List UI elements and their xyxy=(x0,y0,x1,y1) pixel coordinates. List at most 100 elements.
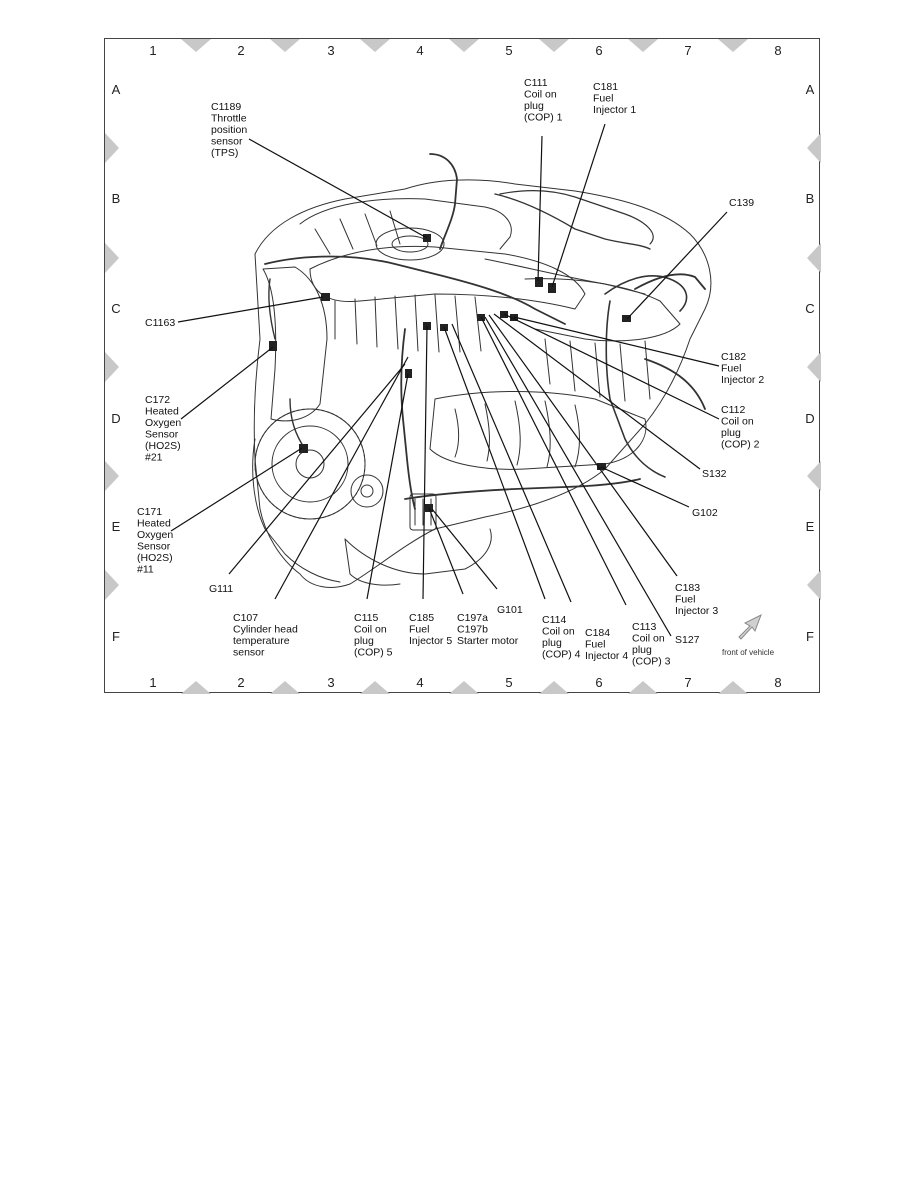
right-row-labels: A B C D E F xyxy=(805,82,814,644)
intake-manifold xyxy=(309,245,586,310)
callout-labels: C1189 Throttle position sensor (TPS) C11… xyxy=(137,77,764,668)
connector-c111 xyxy=(535,277,543,287)
front-of-vehicle-indicator: front of vehicle xyxy=(722,613,775,657)
engine-illustration xyxy=(252,153,712,588)
label-line: temperature xyxy=(233,635,290,647)
top-column-labels: 1 2 3 4 5 6 7 8 xyxy=(149,43,781,58)
label-line: G101 xyxy=(497,604,523,616)
label-line: plug xyxy=(542,637,562,649)
top-marker xyxy=(181,39,211,52)
label-line: C114 xyxy=(542,614,566,626)
label-line: plug xyxy=(354,635,374,647)
harness-left-drop xyxy=(400,328,416,510)
left-cylinder-head xyxy=(262,266,328,422)
left-marker xyxy=(105,570,119,600)
row-label: A xyxy=(112,82,121,97)
upper-plenum xyxy=(299,198,512,250)
label-line: (COP) 5 xyxy=(354,647,393,659)
label-c171: C171 Heated Oxygen Sensor (HO2S) #11 xyxy=(137,506,176,576)
label-line: Starter motor xyxy=(457,635,519,647)
label-line: Oxygen xyxy=(145,417,181,429)
label-c113: C113 Coil on plug (COP) 3 xyxy=(632,621,671,668)
connector-g102 xyxy=(597,463,606,470)
connector-c115 xyxy=(405,369,412,378)
label-c1189: C1189 Throttle position sensor (TPS) xyxy=(211,101,250,159)
leader-c114 xyxy=(443,326,546,600)
label-line: #11 xyxy=(137,564,154,576)
label-line: Injector 1 xyxy=(593,104,636,116)
top-marker xyxy=(449,39,479,52)
left-marker xyxy=(105,133,119,163)
label-c139: C139 xyxy=(729,197,754,209)
label-line: C115 xyxy=(354,612,378,624)
leader-c112 xyxy=(503,313,720,420)
right-marker xyxy=(807,352,821,382)
right-marker xyxy=(807,570,821,600)
fuel-rail xyxy=(484,258,646,295)
label-line: C183 xyxy=(675,582,700,594)
vacuum-line xyxy=(494,193,651,250)
leader-c139 xyxy=(626,211,728,320)
label-line: Throttle xyxy=(211,113,247,125)
right-head-bolts xyxy=(544,338,651,402)
col-label: 6 xyxy=(595,43,602,58)
top-marker xyxy=(270,39,300,52)
label-line: (TPS) xyxy=(211,147,238,159)
leader-c197 xyxy=(428,507,464,595)
right-marker xyxy=(807,243,821,273)
label-c111: C111 Coil on plug (COP) 1 xyxy=(524,77,563,124)
flexplate-teeth xyxy=(254,408,366,520)
label-line: C111 xyxy=(524,77,548,89)
throttle-body xyxy=(375,227,445,261)
col-label: 1 xyxy=(149,675,156,690)
label-line: Oxygen xyxy=(137,529,173,541)
leader-c111 xyxy=(537,135,543,282)
top-marker xyxy=(628,39,658,52)
label-line: C112 xyxy=(721,404,745,416)
leader-s127 xyxy=(484,316,672,637)
label-line: G111 xyxy=(209,583,233,595)
label-c181: C181 Fuel Injector 1 xyxy=(593,81,636,116)
col-label: 3 xyxy=(327,43,334,58)
front-arrow-icon xyxy=(738,613,762,640)
bottom-marker xyxy=(270,681,300,694)
label-c183: C183 Fuel Injector 3 xyxy=(675,582,718,617)
engine-wiring-diagram: 1 2 3 4 5 6 7 8 1 2 3 4 5 6 7 8 A B C D … xyxy=(105,39,821,694)
leader-c183 xyxy=(488,314,678,577)
label-c114: C114 Coil on plug (COP) 4 xyxy=(542,614,581,661)
col-label: 4 xyxy=(416,675,423,690)
bottom-column-labels: 1 2 3 4 5 6 7 8 xyxy=(149,675,781,690)
label-line: plug xyxy=(632,644,652,656)
row-label: F xyxy=(806,629,814,644)
leader-c171 xyxy=(170,447,303,532)
crank-pulley xyxy=(350,474,384,508)
diagram-frame: 1 2 3 4 5 6 7 8 1 2 3 4 5 6 7 8 A B C D … xyxy=(104,38,821,694)
col-label: 2 xyxy=(237,43,244,58)
label-line: C107 xyxy=(233,612,258,624)
label-line: S132 xyxy=(702,468,727,480)
col-label: 2 xyxy=(237,675,244,690)
label-line: Heated xyxy=(137,518,171,530)
row-label: A xyxy=(806,82,815,97)
col-label: 8 xyxy=(774,675,781,690)
label-c197: C197a C197b Starter motor xyxy=(457,612,519,647)
label-line: (HO2S) xyxy=(145,440,181,452)
label-line: (COP) 2 xyxy=(721,439,760,451)
ho2s-11-wire xyxy=(289,398,306,450)
label-line: C113 xyxy=(632,621,656,633)
label-line: Coil on xyxy=(524,89,557,101)
right-marker xyxy=(807,133,821,163)
leader-g101 xyxy=(431,508,498,590)
intake-runners xyxy=(334,294,482,353)
starter-motor xyxy=(409,493,437,531)
label-line: C182 xyxy=(721,351,746,363)
row-label: B xyxy=(806,191,815,206)
label-line: Coil on xyxy=(354,624,387,636)
oil-pan-base xyxy=(344,538,401,586)
label-s127: S127 xyxy=(675,634,700,646)
connector-c171 xyxy=(299,444,308,453)
label-line: Injector 3 xyxy=(675,605,718,617)
label-c115: C115 Coil on plug (COP) 5 xyxy=(354,612,393,659)
connector-c181 xyxy=(548,283,556,293)
label-line: S127 xyxy=(675,634,700,646)
